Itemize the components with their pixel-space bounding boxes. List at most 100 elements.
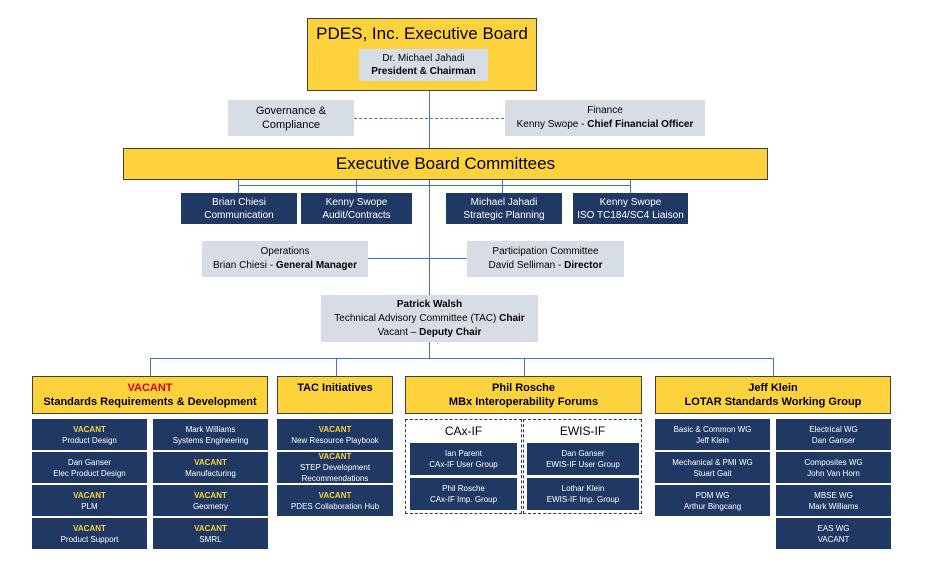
- operations-role: General Manager: [275, 260, 357, 271]
- srd-group-label: SMRL: [199, 534, 222, 544]
- lotar-wg: PDM WG Arthur Bingcang: [655, 485, 770, 516]
- srd-group-lead: VACANT: [194, 490, 227, 500]
- board-chair-box: Dr. Michael Jahadi President & Chairman: [359, 49, 488, 81]
- mbx-head-person: Phil Rosche: [492, 382, 555, 394]
- lotar-wg: EAS WG VACANT: [776, 518, 891, 549]
- ewis-if-group: EWIS-IF Dan Ganser EWIS-IF User Group Lo…: [523, 419, 642, 514]
- lotar-wg-name: MBSE WG: [814, 490, 853, 500]
- srd-group: Dan Ganser Elec Product Design: [32, 452, 147, 483]
- srd-group-lead: VACANT: [73, 424, 106, 434]
- cax-if-group: CAx-IF Ian Parent CAx-IF User Group Phil…: [405, 419, 522, 514]
- srd-group: Mark Williams Systems Engineering: [153, 419, 268, 450]
- srd-head-vacant: VACANT: [127, 382, 173, 394]
- ewis-if-item: Dan Ganser EWIS-IF User Group: [527, 443, 639, 475]
- cax-if-item: Ian Parent CAx-IF User Group: [410, 443, 517, 475]
- srd-group-label: Systems Engineering: [172, 435, 249, 445]
- tac-initiative-label: STEP Development: [299, 463, 371, 472]
- lotar-wg: MBSE WG Mark Williams: [776, 485, 891, 516]
- participation-box: Participation Committee David Selliman -…: [467, 241, 624, 277]
- srd-head-title: Standards Requirements & Development: [43, 396, 257, 408]
- tac-chair-box: Patrick Walsh Technical Advisory Committ…: [321, 295, 538, 342]
- lotar-wg-name: Mechanical & PMI WG: [672, 457, 753, 467]
- cax-if-item: Phil Rosche CAx-IF Imp. Group: [410, 478, 517, 510]
- cax-if-title: CAx-IF: [444, 424, 483, 438]
- tac-initiative-lead: VACANT: [318, 452, 352, 461]
- connector-line: [238, 185, 631, 186]
- srd-group-lead: VACANT: [194, 523, 227, 533]
- srd-group: VACANT Product Design: [32, 419, 147, 450]
- tac-initiative: VACANT New Resource Playbook: [277, 419, 393, 450]
- finance-title: Finance: [587, 105, 623, 116]
- tac-chair-role: Chair: [499, 312, 525, 324]
- ewis-if-item: Lothar Klein EWIS-IF Imp. Group: [527, 478, 639, 510]
- committee-iso-liaison: Kenny Swope ISO TC184/SC4 Liaison: [573, 193, 688, 224]
- lotar-wg: Mechanical & PMI WG Stuart Gait: [655, 452, 770, 483]
- srd-group-label: Geometry: [192, 501, 229, 511]
- tac-chair-name: Patrick Walsh: [396, 298, 463, 310]
- governance-box: Governance & Compliance: [228, 100, 354, 136]
- tac-deputy-line: Vacant – Deputy Chair: [378, 326, 482, 340]
- tac-chair-line: Technical Advisory Committee (TAC) Chair: [334, 312, 524, 326]
- lotar-wg: Basic & Common WG Jeff Klein: [655, 419, 770, 450]
- executive-board-box: PDES, Inc. Executive Board Dr. Michael J…: [307, 18, 537, 91]
- lotar-wg-lead: VACANT: [817, 534, 850, 544]
- srd-group-lead: Mark Williams: [185, 424, 236, 434]
- finance-person-line: Kenny Swope - Chief Financial Officer: [517, 118, 694, 132]
- connector-line: [368, 258, 467, 259]
- committees-title: Executive Board Committees: [335, 154, 556, 173]
- committee-communication: Brian Chiesi Communication: [181, 193, 297, 224]
- cax-if-lead: Ian Parent: [445, 449, 482, 458]
- committee-name: Kenny Swope: [599, 196, 662, 208]
- participation-person: David Selliman -: [488, 260, 565, 271]
- connector-line: [150, 358, 151, 376]
- srd-group-label: Product Support: [60, 534, 119, 544]
- srd-group: VACANT Manufacturing: [153, 452, 268, 483]
- tac-deputy-role: Deputy Chair: [419, 326, 482, 338]
- srd-group: VACANT Product Support: [32, 518, 147, 549]
- srd-group-lead: VACANT: [73, 523, 106, 533]
- committee-role: ISO TC184/SC4 Liaison: [577, 209, 684, 221]
- finance-person: Kenny Swope -: [516, 119, 588, 130]
- lotar-wg-name: Composites WG: [804, 457, 863, 467]
- connector-line: [502, 180, 503, 193]
- connector-line: [238, 180, 239, 193]
- connector-line: [150, 358, 774, 359]
- connector-line: [429, 90, 430, 297]
- srd-group: VACANT Geometry: [153, 485, 268, 516]
- srd-group-label: Manufacturing: [185, 468, 236, 478]
- lotar-head-title: LOTAR Standards Working Group: [684, 396, 862, 408]
- tac-initiative-label: New Resource Playbook: [291, 435, 379, 445]
- srd-header: VACANT Standards Requirements & Developm…: [32, 376, 268, 414]
- lotar-wg-lead: Dan Ganser: [811, 435, 856, 445]
- committee-name: Brian Chiesi: [212, 196, 266, 208]
- tac-initiative-label: PDES Collaboration Hub: [290, 501, 380, 511]
- connector-line: [524, 358, 525, 376]
- committee-strategic-planning: Michael Jahadi Strategic Planning: [446, 193, 562, 224]
- ewis-if-label: EWIS-IF Imp. Group: [546, 495, 620, 504]
- connector-line: [356, 180, 357, 193]
- tac-initiative-lead: VACANT: [318, 490, 352, 500]
- committees-box: Executive Board Committees: [123, 148, 768, 180]
- cax-if-lead: Phil Rosche: [442, 484, 485, 493]
- tac-initiative: VACANT STEP Development Recommendations: [277, 452, 393, 483]
- tac-deputy-person: Vacant –: [377, 326, 420, 338]
- participation-role: Director: [564, 260, 603, 271]
- connector-line: [429, 342, 430, 358]
- participation-person-line: David Selliman - Director: [489, 259, 603, 273]
- committee-role: Communication: [204, 209, 274, 221]
- lotar-wg-lead: John Van Horn: [807, 468, 860, 478]
- mbx-header: Phil Rosche MBx Interoperability Forums: [405, 376, 642, 414]
- ewis-if-label: EWIS-IF User Group: [546, 460, 620, 469]
- lotar-head-person: Jeff Klein: [748, 382, 798, 394]
- tac-initiative-label-2: Recommendations: [301, 474, 369, 483]
- tac-initiative-lead: VACANT: [318, 424, 352, 434]
- srd-group-lead: VACANT: [194, 457, 227, 467]
- mbx-head-title: MBx Interoperability Forums: [448, 396, 599, 408]
- board-title: PDES, Inc. Executive Board: [316, 24, 528, 43]
- cax-if-label: CAx-IF Imp. Group: [429, 495, 498, 504]
- board-chair-name: Dr. Michael Jahadi: [382, 53, 465, 64]
- srd-group-label: Product Design: [62, 435, 117, 445]
- srd-group-lead: VACANT: [73, 490, 106, 500]
- connector-line: [354, 118, 504, 119]
- lotar-wg-lead: Stuart Gait: [693, 468, 732, 478]
